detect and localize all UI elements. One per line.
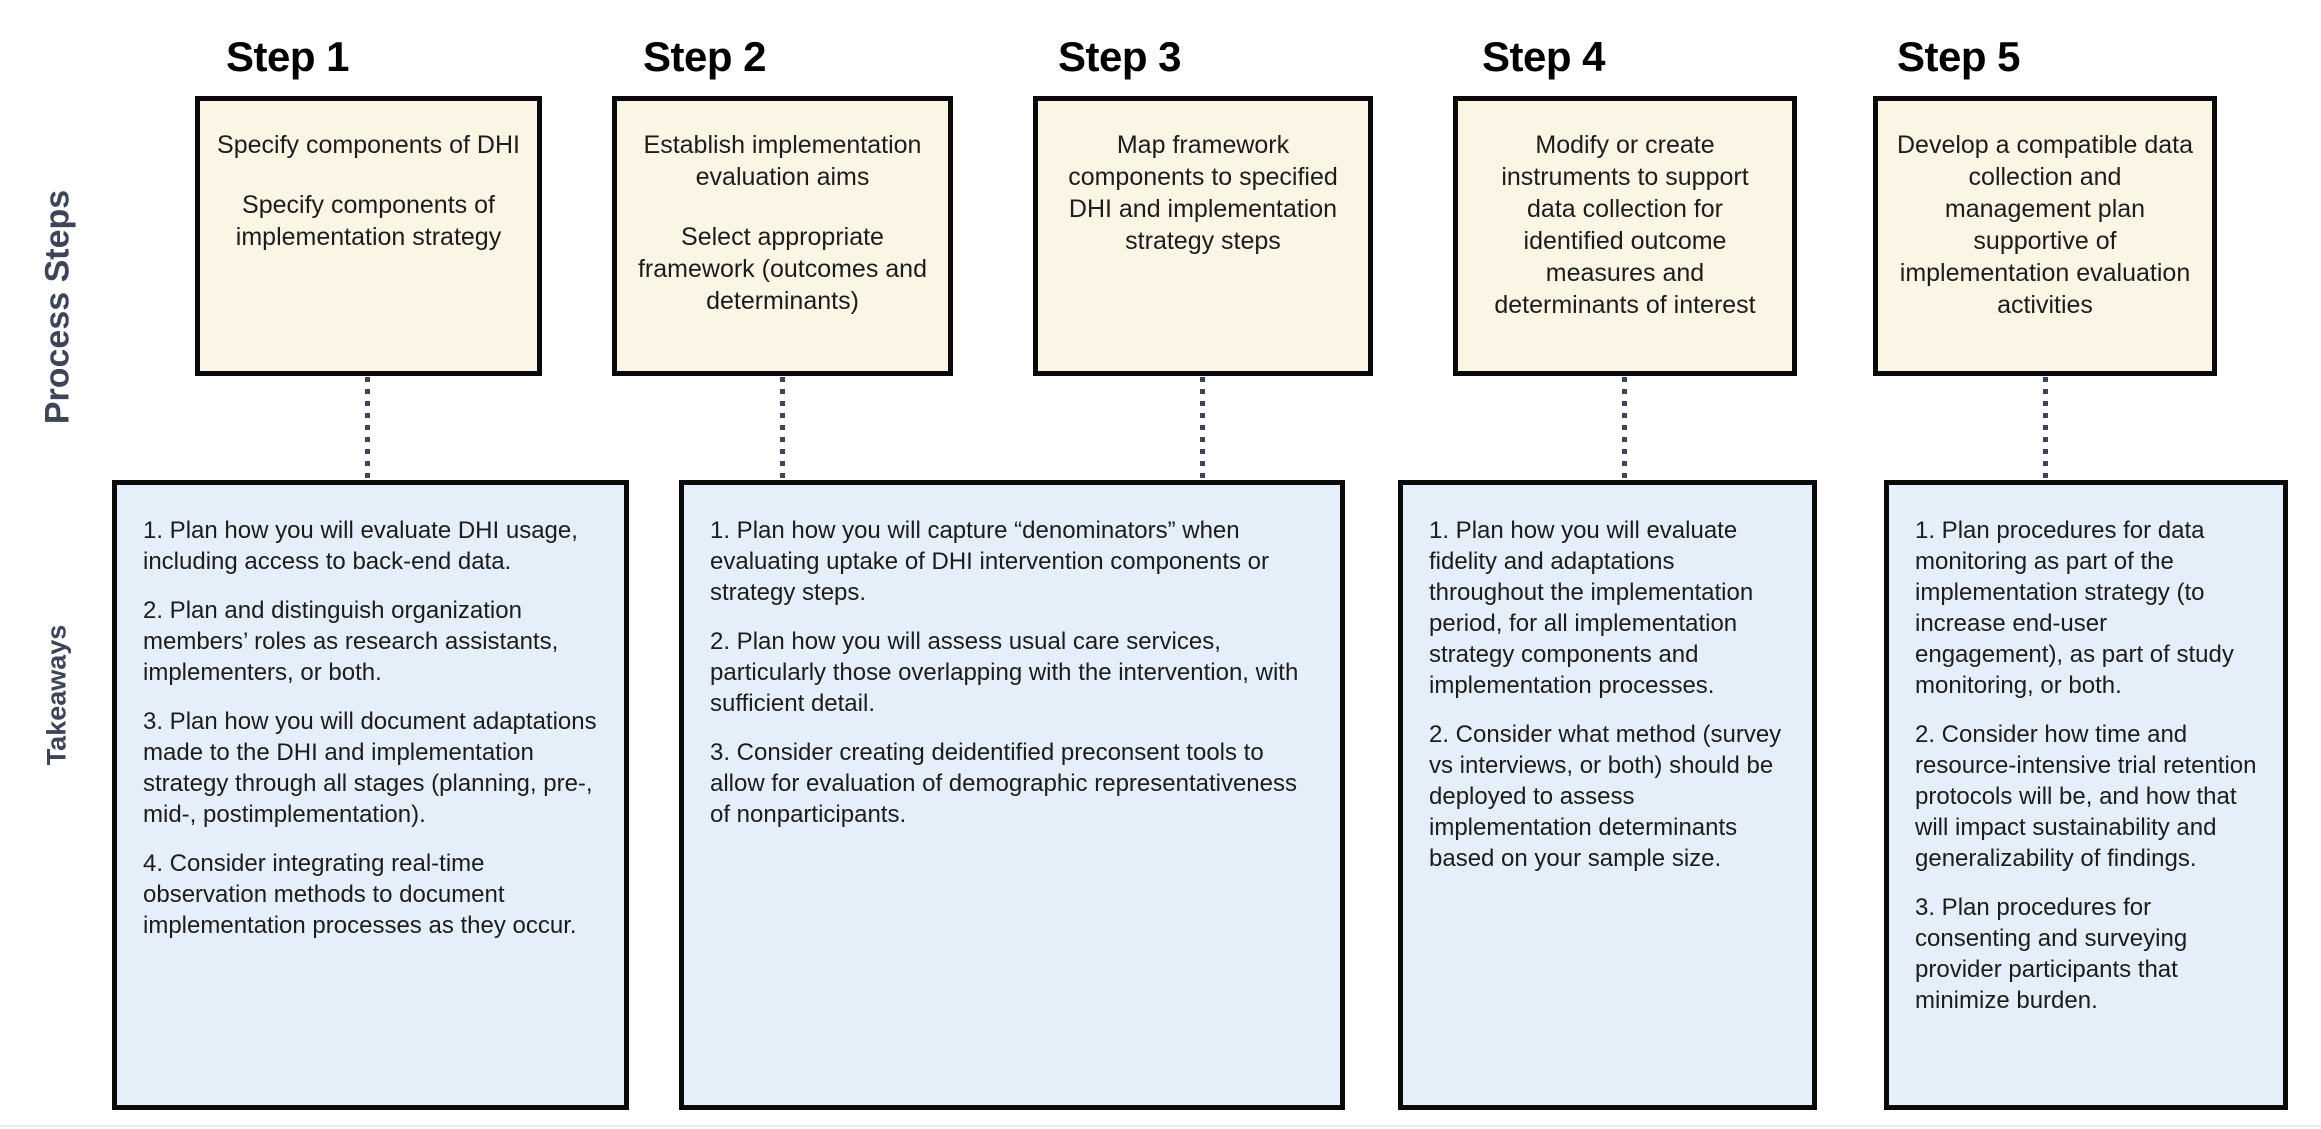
step-1-heading: Step 1 bbox=[226, 33, 350, 80]
step-3-heading: Step 3 bbox=[1058, 33, 1182, 80]
bottom-divider bbox=[0, 1125, 2321, 1127]
paragraph: 1. Plan how you will evaluate DHI usage,… bbox=[143, 517, 578, 575]
process-step-box-1: Specify components of DHI Specify compone… bbox=[195, 96, 542, 376]
paragraph: Map framework components to specified DH… bbox=[1068, 131, 1338, 255]
process-step-box-5: Develop a compatible data collection and… bbox=[1873, 96, 2217, 376]
process-step-box-2: Establish implementation evaluation aims… bbox=[612, 96, 953, 376]
paragraph: Specify components of implementation str… bbox=[235, 191, 502, 251]
paragraph: 3. Consider creating deidentified precon… bbox=[710, 739, 1298, 828]
paragraph: Establish implementation evaluation aims bbox=[643, 131, 922, 191]
paragraph: 2. Plan and distinguish organization mem… bbox=[143, 597, 559, 686]
paragraph: Select appropriate framework (outcomes a… bbox=[637, 223, 927, 315]
step-4-heading: Step 4 bbox=[1482, 33, 1606, 80]
process-step-box-3: Map framework components to specified DH… bbox=[1033, 96, 1373, 376]
row-label-process-steps: Process Steps bbox=[38, 189, 77, 425]
paragraph: 4. Consider integrating real-time observ… bbox=[143, 850, 577, 939]
takeaway-box-step-1: 1. Plan how you will evaluate DHI usage,… bbox=[112, 480, 629, 1110]
paragraph: 3. Plan procedures for consenting and su… bbox=[1915, 894, 2188, 1014]
paragraph: 3. Plan how you will document adaptation… bbox=[143, 708, 597, 828]
step-2-heading: Step 2 bbox=[643, 33, 767, 80]
row-label-takeaways: Takeaways bbox=[41, 624, 72, 766]
dotted-connector-4 bbox=[1622, 377, 1627, 478]
process-step-box-4: Modify or create instruments to support … bbox=[1453, 96, 1797, 376]
takeaway-box-steps-2-3: 1. Plan how you will capture “denominato… bbox=[679, 480, 1345, 1110]
dotted-connector-5 bbox=[2043, 377, 2048, 478]
dotted-connector-1 bbox=[365, 377, 370, 478]
takeaway-box-step-4: 1. Plan how you will evaluate fidelity a… bbox=[1398, 480, 1817, 1110]
paragraph: 1. Plan procedures for data monitoring a… bbox=[1915, 517, 2234, 699]
step-5-heading: Step 5 bbox=[1897, 33, 2021, 80]
paragraph: Modify or create instruments to support … bbox=[1494, 131, 1756, 319]
dotted-connector-2 bbox=[780, 377, 785, 478]
paragraph: 1. Plan how you will capture “denominato… bbox=[710, 517, 1269, 606]
paragraph: Specify components of DHI bbox=[217, 131, 520, 159]
paragraph: 2. Plan how you will assess usual care s… bbox=[710, 628, 1299, 717]
paragraph: 1. Plan how you will evaluate fidelity a… bbox=[1429, 517, 1754, 699]
paragraph: 2. Consider how time and resource-intens… bbox=[1915, 721, 2257, 872]
paragraph: 2. Consider what method (survey vs inter… bbox=[1429, 721, 1782, 872]
paragraph: Develop a compatible data collection and… bbox=[1896, 131, 2194, 319]
dotted-connector-3 bbox=[1200, 377, 1205, 478]
takeaway-box-step-5: 1. Plan procedures for data monitoring a… bbox=[1884, 480, 2288, 1110]
